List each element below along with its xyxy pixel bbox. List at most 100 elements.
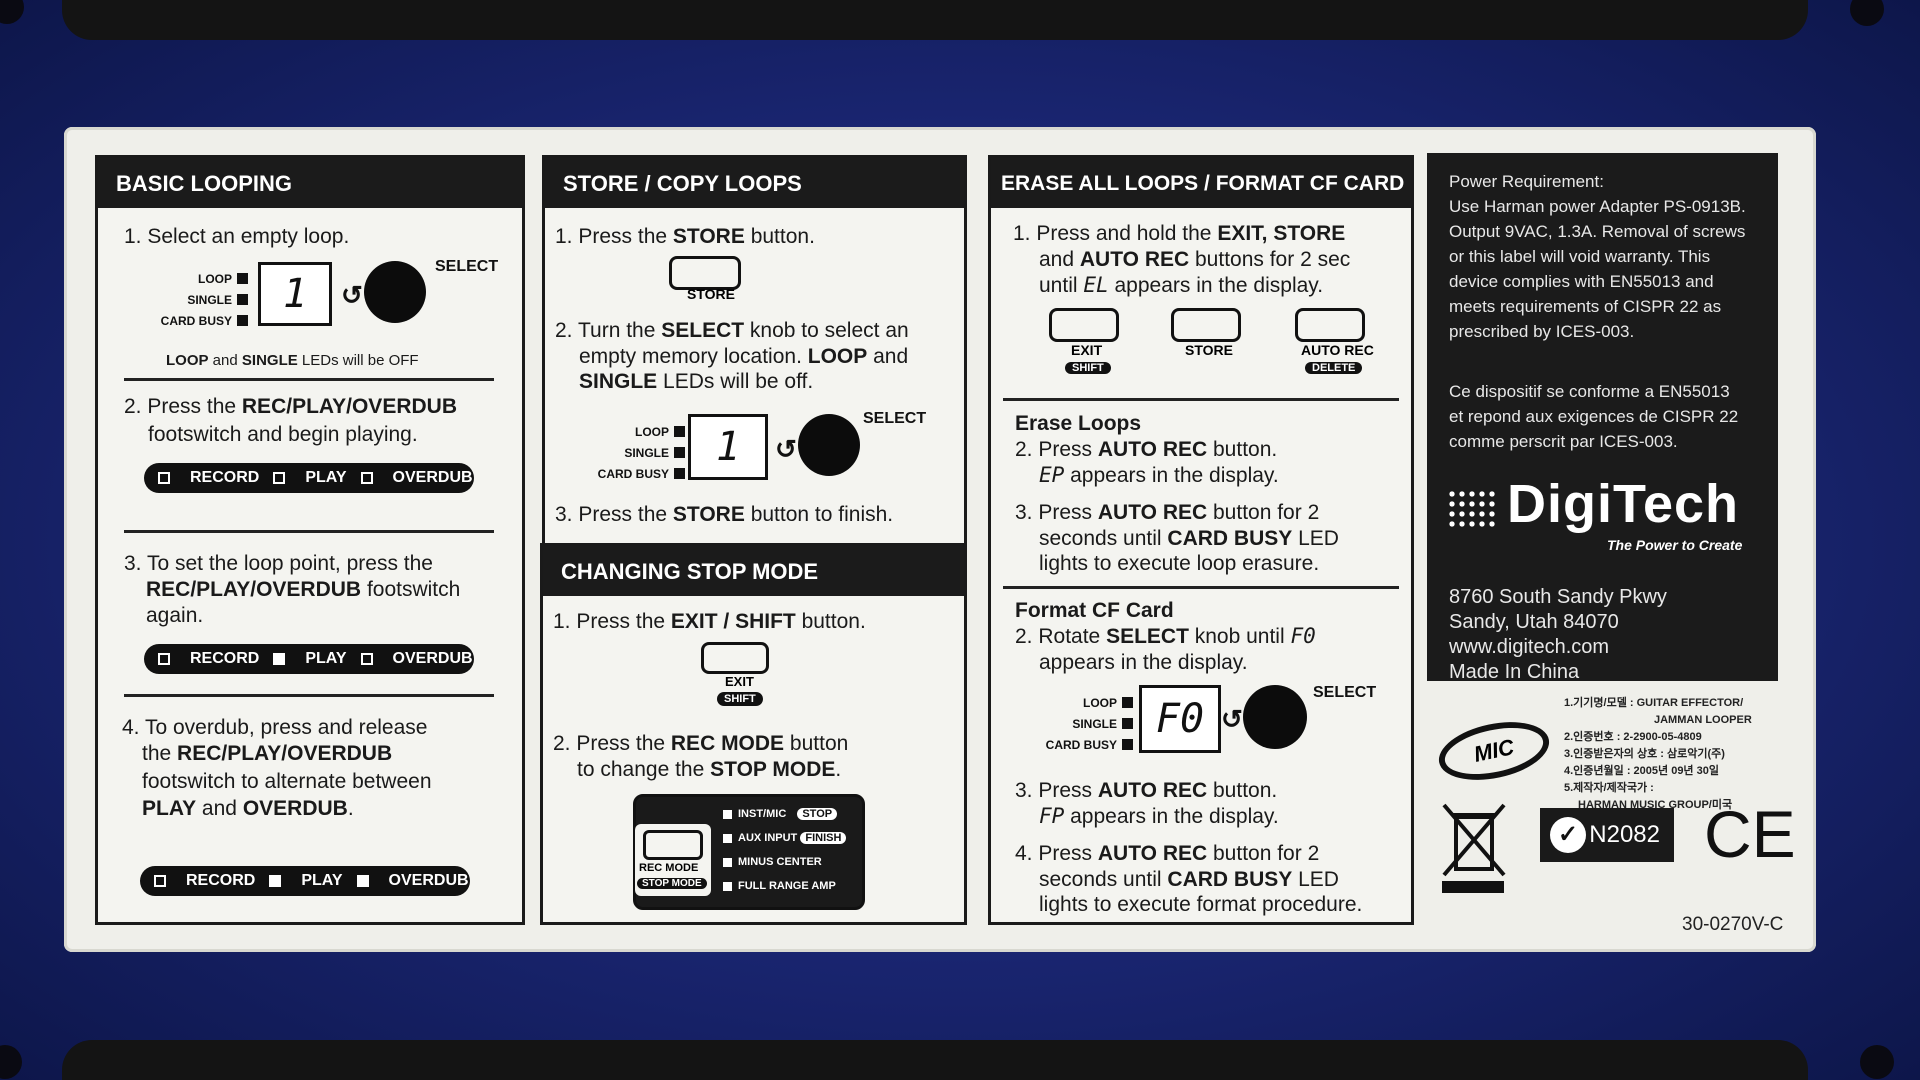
exit-button-label: EXIT	[725, 674, 754, 689]
led-legend: LOOP SINGLE CARD BUSY	[1035, 693, 1133, 756]
mic-logo: MIC	[1433, 712, 1555, 790]
rec-mode-button: REC MODE STOP MODE	[635, 824, 711, 896]
step-2-cont: to change the STOP MODE.	[577, 758, 842, 781]
step-4: 4. To overdub, press and release	[122, 716, 428, 739]
format-step-3-b: FP appears in the display.	[1039, 804, 1279, 828]
store-button-icon: STORE	[1161, 308, 1245, 382]
panel-title: BASIC LOOPING	[98, 158, 522, 208]
auto-rec-button-icon: AUTO REC DELETE	[1285, 308, 1381, 382]
step-1-c: until EL appears in the display.	[1039, 273, 1324, 297]
select-label: SELECT	[435, 258, 499, 275]
format-step-2-b: appears in the display.	[1039, 651, 1248, 674]
step-2-cont: footswitch and begin playing.	[148, 423, 418, 446]
step-3: 3. To set the loop point, press the	[124, 552, 433, 575]
led-label-loop: LOOP	[197, 272, 232, 286]
format-heading: Format CF Card	[1015, 599, 1174, 622]
select-knob	[364, 261, 426, 323]
step-4-b: the REC/PLAY/OVERDUB	[142, 742, 393, 765]
weee-bin-icon	[1438, 803, 1510, 895]
format-step-3: 3. Press AUTO REC button.	[1015, 779, 1278, 802]
panel-store-copy: STORE / COPY LOOPS 1. Press the STORE bu…	[542, 155, 967, 561]
select-knob	[798, 414, 860, 476]
store-label: STORE	[1185, 342, 1233, 358]
step-3: 3. Press the STORE button to finish.	[555, 503, 894, 526]
digitech-logo: DigiTech	[1507, 474, 1740, 534]
info-panel: Power Requirement:Use Harman power Adapt…	[1427, 153, 1778, 683]
step-1-b: and AUTO REC buttons for 2 sec	[1039, 248, 1351, 271]
stop-mode-options: INST/MIC STOP AUX INPUT FINISH MINUS CEN…	[723, 802, 847, 898]
format-step-4: 4. Press AUTO REC button for 2	[1015, 842, 1320, 865]
divider	[1003, 398, 1399, 401]
tagline: The Power to Create	[1607, 537, 1743, 553]
erase-step-3-b: seconds until CARD BUSY LED	[1039, 527, 1339, 550]
led-label-card-busy: CARD BUSY	[160, 314, 232, 328]
check-icon: ✓	[1550, 817, 1586, 853]
erase-step-3: 3. Press AUTO REC button for 2	[1015, 501, 1320, 524]
panel-erase-format: ERASE ALL LOOPS / FORMAT CF CARD 1. Pres…	[988, 155, 1414, 925]
step-3-cont: REC/PLAY/OVERDUB footswitch	[146, 578, 461, 601]
logo-dots-icon	[1447, 489, 1497, 527]
divider	[124, 530, 494, 533]
led-note: LOOP and SINGLE LEDs will be OFF	[166, 352, 419, 369]
format-step-2: 2. Rotate SELECT knob until F0	[1015, 624, 1316, 648]
select-knob	[1243, 685, 1307, 749]
step-1: 1. Press the STORE button.	[555, 225, 815, 248]
select-label: SELECT	[863, 410, 927, 427]
n-mark-badge: ✓N2082	[1540, 808, 1674, 862]
exit-label: EXIT	[1071, 342, 1103, 358]
delete-badge: DELETE	[1305, 362, 1363, 374]
screw	[0, 1045, 22, 1079]
auto-rec-label: AUTO REC	[1301, 342, 1374, 358]
screw	[1850, 0, 1884, 26]
panel-basic-looping: BASIC LOOPING 1. Select an empty loop. L…	[95, 155, 525, 925]
step-2: 2. Press the REC MODE button	[553, 732, 849, 755]
divider	[124, 378, 494, 381]
arrow-icon: ↺	[1221, 704, 1243, 734]
store-button-label: STORE	[687, 286, 735, 302]
stop-mode-badge: STOP MODE	[637, 878, 707, 889]
divider	[124, 694, 494, 697]
step-3-end: again.	[146, 604, 204, 627]
step-4-d: PLAY and OVERDUB.	[142, 797, 354, 820]
led-label-single: SINGLE	[187, 293, 232, 307]
format-step-4-b: seconds until CARD BUSY LED	[1039, 868, 1339, 891]
rubber-foot-bottom	[62, 1040, 1808, 1080]
erase-step-3-c: lights to execute loop erasure.	[1039, 552, 1320, 575]
rec-mode-label: REC MODE	[639, 862, 699, 874]
step-1: 1. Press and hold the EXIT, STORE	[1013, 222, 1346, 245]
led-legend: LOOP SINGLE CARD BUSY	[138, 269, 248, 332]
step-2-cont: empty memory location. LOOP and	[579, 345, 909, 368]
step-2: 2. Turn the SELECT knob to select an	[555, 319, 909, 342]
display: 1	[258, 262, 332, 326]
screw	[1860, 1045, 1894, 1079]
panel-title: STORE / COPY LOOPS	[545, 158, 964, 208]
part-number: 30-0270V-C	[1682, 914, 1784, 935]
shift-badge: SHIFT	[1065, 362, 1111, 374]
exit-button-icon: EXIT SHIFT	[1039, 308, 1121, 382]
exit-button-icon: EXIT SHIFT	[691, 642, 771, 714]
ce-mark: CE	[1704, 797, 1796, 871]
led-legend: LOOP SINGLE CARD BUSY	[575, 422, 685, 485]
panel-title: CHANGING STOP MODE	[543, 546, 964, 596]
power-text: Power Requirement:Use Harman power Adapt…	[1449, 172, 1746, 341]
arrow-icon: ↺	[775, 434, 797, 464]
step-2: 2. Press the REC/PLAY/OVERDUB	[124, 395, 457, 418]
display: F0	[1139, 685, 1221, 753]
display: 1	[688, 414, 768, 480]
divider	[1003, 586, 1399, 589]
erase-step-2: 2. Press AUTO REC button.	[1015, 438, 1278, 461]
format-step-4-c: lights to execute format procedure.	[1039, 893, 1363, 916]
step-1: 1. Press the EXIT / SHIFT button.	[553, 610, 866, 633]
erase-step-2-b: EP appears in the display.	[1039, 463, 1279, 487]
panel-stop-mode: CHANGING STOP MODE 1. Press the EXIT / S…	[540, 543, 967, 925]
shift-badge: SHIFT	[717, 692, 763, 706]
step-1: 1. Select an empty loop.	[124, 225, 350, 248]
select-label: SELECT	[1313, 684, 1377, 701]
erase-loops-heading: Erase Loops	[1015, 412, 1142, 435]
instruction-label: BASIC LOOPING 1. Select an empty loop. L…	[64, 127, 1816, 952]
